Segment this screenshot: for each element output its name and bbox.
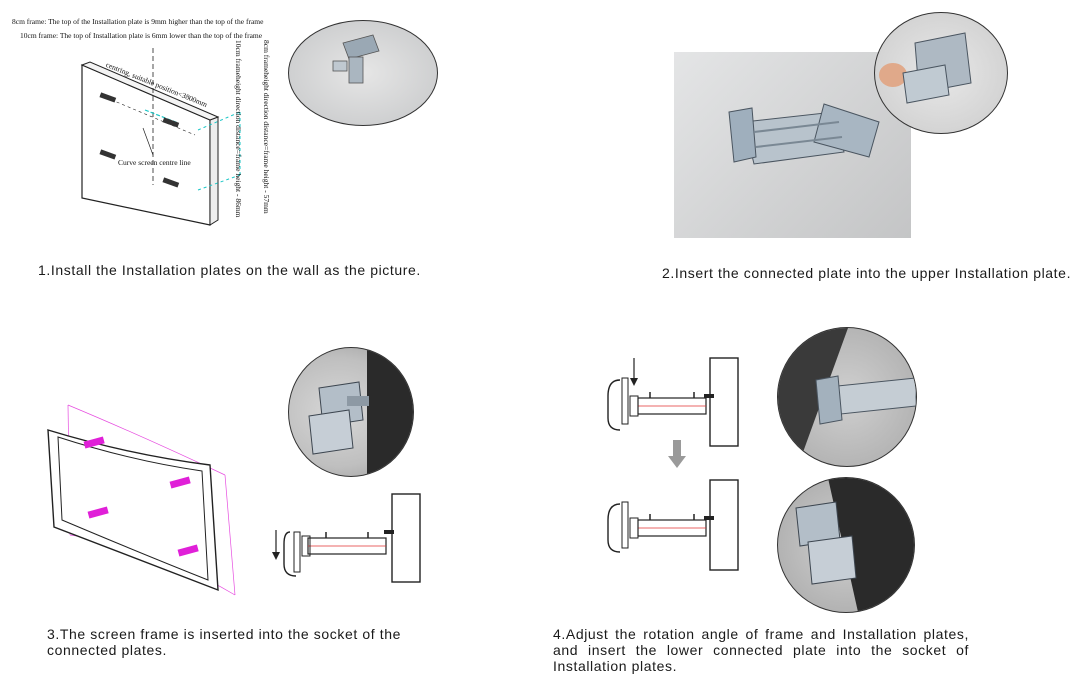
step4-down-arrow	[668, 440, 686, 468]
step4-diagram-top	[607, 357, 739, 447]
step3-socket-photo	[288, 347, 414, 477]
step3-caption: 3.The screen frame is inserted into the …	[47, 626, 401, 658]
step2-connected-plate-photo	[674, 52, 911, 238]
step4-caption: 4.Adjust the rotation angle of frame and…	[553, 626, 969, 674]
step1-wall-diagram	[80, 48, 241, 226]
step3-curved-frame-diagram	[47, 404, 236, 596]
note-8cm-frame: 8cm frame: The top of the Installation p…	[12, 17, 264, 26]
vertical-label-10cm: 10cm frameheight direction distance=fram…	[234, 40, 243, 218]
step4-diagram-bottom	[607, 479, 739, 571]
curve-centre-line-label: Curve screen centre line	[118, 158, 191, 167]
step1-bracket-photo	[288, 20, 438, 126]
step4-bottom-photo	[777, 477, 915, 613]
step3-side-diagram	[272, 493, 421, 583]
step2-detail-photo	[874, 12, 1008, 134]
step4-top-photo	[777, 327, 917, 467]
note-10cm-frame: 10cm frame: The top of Installation plat…	[20, 31, 263, 40]
vertical-label-8cm: 8cm frameheight direction distance=frame…	[262, 40, 271, 214]
step1-caption: 1.Install the Installation plates on the…	[38, 262, 421, 278]
step2-caption: 2.Insert the connected plate into the up…	[662, 265, 1072, 281]
